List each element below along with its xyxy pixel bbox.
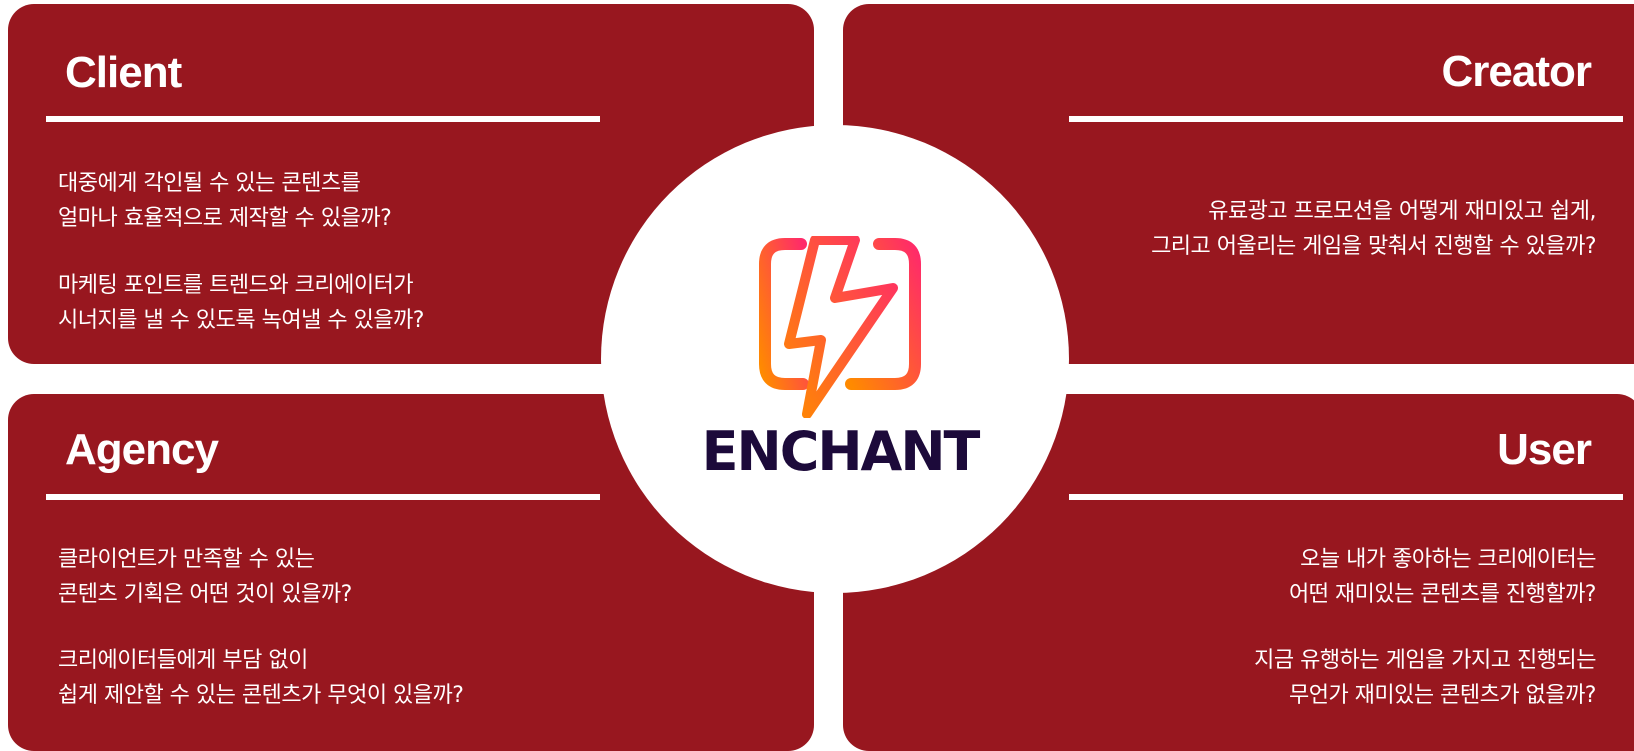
user-question-2-line-1: 지금 유행하는 게임을 가지고 진행되는	[1254, 648, 1596, 673]
client-divider	[46, 116, 600, 122]
user-question-2-line-2: 무언가 재미있는 콘텐츠가 없을까?	[1288, 683, 1597, 708]
creator-question-1-line-2: 그리고 어울리는 게임을 맞춰서 진행할 수 있을까?	[1151, 234, 1596, 259]
client-question-2-line-1: 마케팅 포인트를 트렌드와 크리에이터가	[58, 273, 414, 298]
user-question-1: 오늘 내가 좋아하는 크리에이터는 어떤 재미있는 콘텐츠를 진행할까?	[1288, 542, 1597, 612]
agency-question-2-line-1: 크리에이터들에게 부담 없이	[58, 648, 308, 673]
agency-question-2: 크리에이터들에게 부담 없이 쉽게 제안할 수 있는 콘텐츠가 무엇이 있을까?	[58, 643, 464, 713]
agency-question-1-line-1: 클라이언트가 만족할 수 있는	[58, 547, 315, 572]
client-question-2-line-2: 시너지를 낼 수 있도록 녹여낼 수 있을까?	[58, 308, 424, 333]
user-divider	[1069, 494, 1623, 500]
client-title: Client	[65, 48, 182, 97]
brand-wordmark: ENCHANT	[701, 420, 981, 483]
lightning-bolt-icon	[759, 236, 921, 418]
client-question-2: 마케팅 포인트를 트렌드와 크리에이터가 시너지를 낼 수 있도록 녹여낼 수 …	[58, 268, 424, 338]
creator-question-1-line-1: 유료광고 프로모션을 어떻게 재미있고 쉽게,	[1208, 199, 1596, 224]
client-question-1: 대중에게 각인될 수 있는 콘텐츠를 얼마나 효율적으로 제작할 수 있을까?	[58, 166, 392, 236]
agency-question-1-line-2: 콘텐츠 기획은 어떤 것이 있을까?	[58, 582, 352, 607]
creator-title: Creator	[1441, 47, 1592, 96]
agency-question-1: 클라이언트가 만족할 수 있는 콘텐츠 기획은 어떤 것이 있을까?	[58, 542, 352, 612]
client-question-1-line-2: 얼마나 효율적으로 제작할 수 있을까?	[58, 206, 392, 231]
agency-question-2-line-2: 쉽게 제안할 수 있는 콘텐츠가 무엇이 있을까?	[58, 683, 464, 708]
creator-divider	[1069, 116, 1623, 122]
agency-divider	[46, 494, 600, 500]
creator-question-1: 유료광고 프로모션을 어떻게 재미있고 쉽게, 그리고 어울리는 게임을 맞춰서…	[1151, 194, 1596, 264]
user-title: User	[1497, 425, 1592, 474]
user-question-2: 지금 유행하는 게임을 가지고 진행되는 무언가 재미있는 콘텐츠가 없을까?	[1254, 643, 1596, 713]
agency-title: Agency	[65, 425, 219, 474]
user-question-1-line-1: 오늘 내가 좋아하는 크리에이터는	[1300, 547, 1596, 572]
client-question-1-line-1: 대중에게 각인될 수 있는 콘텐츠를	[58, 171, 361, 196]
user-question-1-line-2: 어떤 재미있는 콘텐츠를 진행할까?	[1288, 582, 1597, 607]
